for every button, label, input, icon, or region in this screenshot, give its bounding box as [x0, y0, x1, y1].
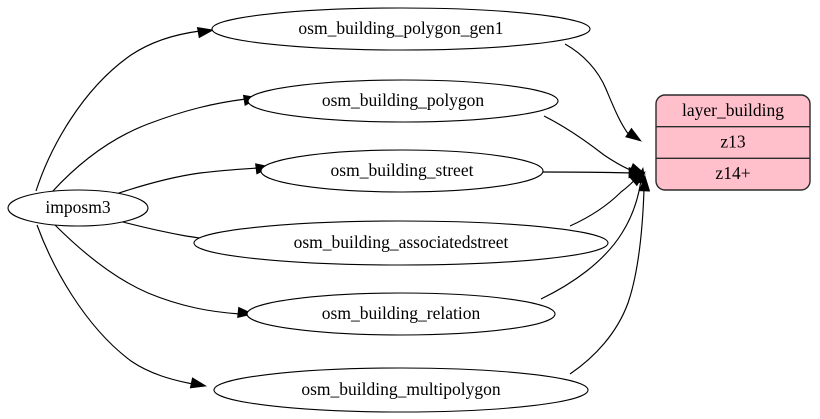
node-label: osm_building_polygon_gen1: [298, 18, 503, 38]
edge-line: [115, 167, 259, 195]
edge-osm_building_relation-to-layer_building-z14plus: [540, 166, 646, 300]
node-osm_building_polygon[interactable]: osm_building_polygon: [247, 79, 559, 123]
edge-line: [543, 115, 634, 172]
edge-osm_building_polygon_gen1-to-layer_building-z13: [564, 43, 642, 142]
edge-line: [564, 43, 630, 136]
node-shape: [213, 367, 589, 413]
node-label: osm_building_polygon: [322, 90, 485, 110]
layer-building-record: layer_building z13 z14+: [655, 94, 811, 191]
node-shape: [246, 292, 556, 336]
edge-line: [542, 171, 631, 174]
arrow-head-icon: [196, 27, 215, 39]
node-osm_building_polygon_gen1[interactable]: osm_building_polygon_gen1: [211, 7, 591, 51]
edge-imposm3-to-osm_building_polygon: [51, 94, 261, 193]
node-label: osm_building_associatedstreet: [294, 232, 509, 252]
node-osm_building_associatedstreet[interactable]: osm_building_associatedstreet: [193, 220, 609, 266]
record-row-zoom-z13: z13: [720, 132, 746, 152]
node-layer_building[interactable]: layer_building z13 z14+: [655, 94, 811, 191]
arrow-head-icon: [237, 306, 255, 319]
node-shape: [193, 220, 609, 266]
edge-line: [569, 176, 638, 227]
edge-imposm3-to-osm_building_street: [115, 163, 273, 195]
edge-osm_building_multipolygon-to-layer_building-z14plus: [569, 174, 651, 375]
record-background: [655, 94, 811, 191]
edge-osm_building_associatedstreet-to-layer_building-z14plus: [569, 171, 646, 227]
edge-line: [36, 224, 194, 385]
edge-imposm3-to-osm_building_relation: [54, 224, 255, 319]
record-row-layer-name: layer_building: [682, 100, 784, 120]
node-osm_building_multipolygon[interactable]: osm_building_multipolygon: [213, 367, 589, 413]
node-shape: [260, 149, 544, 193]
edge-imposm3-to-osm_building_multipolygon: [36, 224, 208, 389]
arrow-head-icon: [634, 166, 646, 185]
node-shape: [211, 7, 591, 51]
node-label: osm_building_street: [331, 160, 474, 180]
arrow-head-icon: [638, 174, 651, 192]
edge-osm_building_street-to-layer_building-z14plus: [542, 167, 646, 179]
node-osm_building_street[interactable]: osm_building_street: [260, 149, 544, 193]
node-imposm3[interactable]: imposm3: [7, 189, 149, 227]
node-osm_building_relation[interactable]: osm_building_relation: [246, 292, 556, 336]
edge-line: [35, 30, 201, 192]
node-shape: [247, 79, 559, 123]
edge-line: [569, 189, 645, 375]
node-label: osm_building_multipolygon: [301, 379, 501, 399]
arrow-head-icon: [625, 127, 642, 142]
edge-line: [540, 179, 642, 300]
record-row-zoom-z14plus: z14+: [715, 163, 750, 183]
node-label: imposm3: [45, 197, 110, 217]
node-shape: [7, 189, 149, 227]
nodes-layer: imposm3 osm_building_polygon_gen1 osm_buil…: [7, 7, 609, 413]
edge-imposm3-to-osm_building_polygon_gen1: [35, 27, 215, 192]
arrow-head-icon: [189, 377, 208, 389]
edge-line: [54, 224, 241, 315]
node-label: osm_building_relation: [322, 303, 481, 323]
edge-line: [51, 98, 247, 193]
